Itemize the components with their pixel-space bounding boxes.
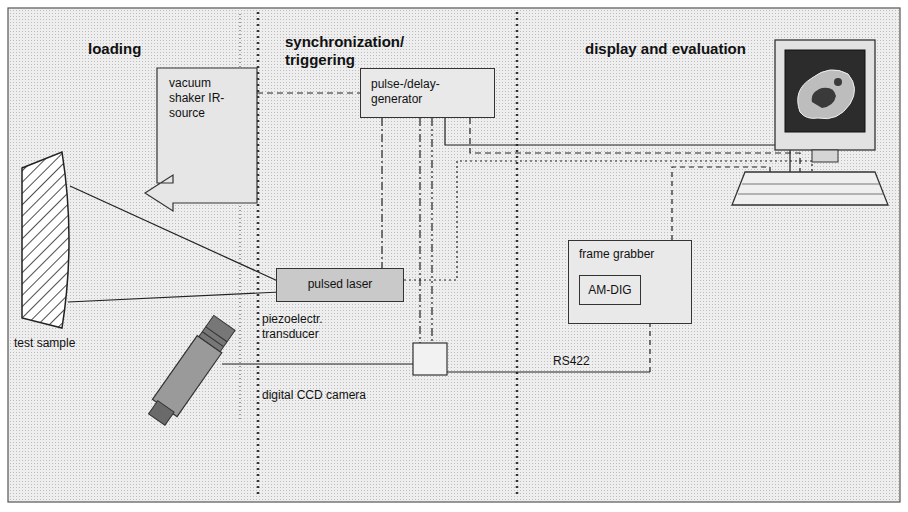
node-text: frame grabber (579, 247, 681, 262)
rs422-wire (649, 324, 650, 372)
node-text: AM-DIG (588, 283, 632, 298)
test-sample (22, 152, 69, 328)
section-heading: display and evaluation (585, 40, 795, 58)
region-divider (516, 12, 519, 498)
control-wire (445, 118, 790, 172)
loading-source-callout: vacuum shaker IR-source (145, 68, 257, 213)
trigger-box (413, 343, 447, 375)
node-text: pulse-/delay- generator (371, 77, 466, 107)
signal-connector (381, 118, 382, 268)
frame-background (8, 8, 900, 502)
trigger-wire (419, 118, 420, 343)
am-dig-module: AM-DIG (579, 275, 641, 305)
rs422-wire (447, 371, 650, 372)
frame-grabber-box: frame grabberAM-DIG (568, 240, 692, 324)
laser-beam (68, 292, 280, 302)
trigger-wire (431, 118, 432, 343)
part-label: digital CCD camera (262, 388, 392, 403)
signal-connector (257, 92, 360, 93)
section-heading: synchronization/ triggering (285, 33, 420, 69)
pulsed-laser-box: pulsed laser (276, 268, 404, 302)
ccd-camera (144, 314, 236, 428)
camera-wire (222, 363, 413, 364)
pulse-delay-generator: pulse-/delay- generator (360, 68, 495, 118)
part-label: piezoelectr. transducer (262, 312, 344, 342)
node-text: vacuum shaker IR-source (169, 76, 231, 121)
part-label: test sample (14, 336, 104, 351)
signal-label: RS422 (553, 354, 613, 369)
computer (732, 40, 888, 205)
node-text: pulsed laser (287, 277, 393, 292)
control-wire (470, 118, 800, 172)
section-heading: loading (88, 40, 208, 58)
